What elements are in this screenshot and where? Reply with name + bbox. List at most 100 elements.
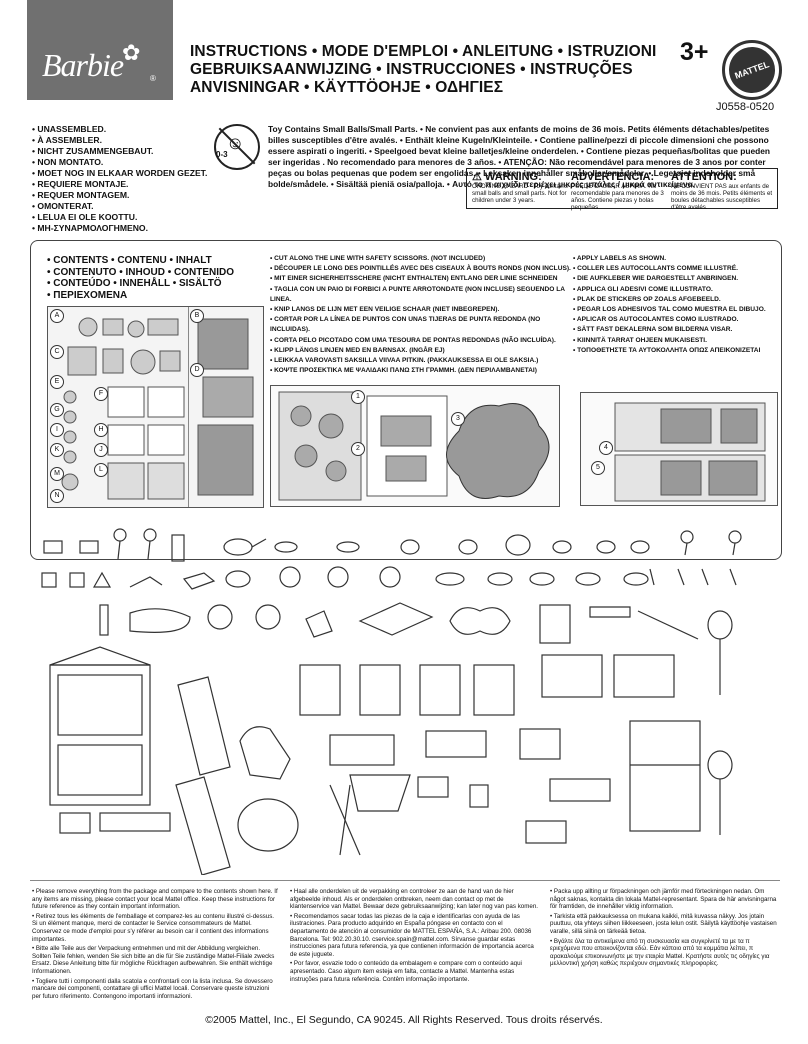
apply-line: • COLLER LES AUTOCOLLANTS COMME ILLUSTRÉ…	[573, 265, 738, 273]
cut-line: • DÉCOUPER LE LONG DES POINTILLÉS AVEC D…	[270, 265, 571, 273]
cut-line: • TAGLIA CON UN PAIO DI FORBICI A PUNTE …	[270, 285, 565, 303]
footer-paragraph: • Packa upp allting ur förpackningen och…	[550, 888, 777, 911]
footer-paragraph: • Βγάλτε όλα τα αντικείμενα από τη συσκε…	[550, 937, 770, 968]
sticker-label-k: K	[50, 443, 64, 457]
apply-steps-illustration: 4 5	[580, 392, 778, 506]
step-2-label: 2	[351, 442, 365, 456]
cut-line: • ΚΟΨΤΕ ΠΡΟΣΕΚΤΙΚΑ ΜΕ ΨΑΛΙΔΑΚΙ ΠΑΝΩ ΣΤΗ …	[270, 367, 537, 375]
warning-fr-head: ATTENTION:	[671, 171, 737, 183]
assembly-line: • OMONTERAT.	[32, 201, 94, 211]
cut-line: • CORTA PELO PICOTADO COM UMA TESOURA DE…	[270, 336, 556, 344]
mattel-logo-text: MATTEL	[722, 40, 782, 100]
step-5-label: 5	[591, 461, 605, 475]
step-1-label: 1	[351, 390, 365, 404]
sticker-label-a: A	[50, 309, 64, 323]
apply-line: • PLAK DE STICKERS OP ZOALS AFGEBEELD.	[573, 295, 721, 303]
footer-paragraph: • Bitte alle Teile aus der Verpackung en…	[32, 945, 275, 975]
assembly-line: • À ASSEMBLER.	[32, 135, 103, 145]
assembly-line: • UNASSEMBLED.	[32, 124, 107, 134]
footer-paragraph: • Haal alle onderdelen uit de verpakking…	[290, 888, 538, 911]
assembly-line: • REQUER MONTAGEM.	[32, 190, 130, 200]
title-line: GEBRUIKSAANWIJZING • INSTRUCCIONES • INS…	[190, 61, 633, 78]
assembly-notice: • UNASSEMBLED. • À ASSEMBLER. • NICHT ZU…	[32, 124, 208, 234]
sticker-label-j: J	[94, 443, 108, 457]
warning-es: ADVERTENCIA: PUEDE CAUSAR ASFIXIA. No re…	[571, 171, 667, 212]
cut-line: • MIT EINER SICHERHEITSSCHERE (NICHT ENT…	[270, 275, 558, 283]
registered-mark: ®	[150, 74, 156, 83]
sticker-label-g: G	[50, 403, 64, 417]
mattel-logo: MATTEL	[722, 40, 782, 100]
apply-line: • APPLY LABELS AS SHOWN.	[573, 255, 667, 262]
footer-paragraph: • Por favor, esvazie todo o conteúdo da …	[290, 960, 522, 983]
sticker-label-n: N	[50, 489, 64, 503]
choking-warning-box: ⚠ WARNING: CHOKING HAZARD - Toy contains…	[466, 168, 778, 212]
product-code: J0558-0520	[716, 101, 775, 113]
title-line: INSTRUCTIONS • MODE D'EMPLOI • ANLEITUNG…	[190, 43, 657, 60]
apply-line: • DIE AUFKLEBER WIE DARGESTELLT ANBRINGE…	[573, 275, 739, 283]
copyright: ©2005 Mattel, Inc., El Segundo, CA 90245…	[205, 1014, 603, 1026]
warning-en-head: ⚠ WARNING:	[472, 171, 542, 183]
warning-fr: ATTENTION: NE CONVIENT PAS aux enfants d…	[671, 171, 773, 212]
footer-paragraph: • Retirez tous les éléments de l'emballa…	[32, 912, 275, 943]
sticker-label-d: D	[190, 363, 204, 377]
warning-es-body: PUEDE CAUSAR ASFIXIA. No recomendable pa…	[571, 183, 664, 211]
apply-steps-art	[614, 402, 766, 502]
cut-steps-illustration: 1 2 3	[270, 385, 560, 507]
assembly-line: • ΜΗ-ΣΥΝΑΡΜΟΛΟΓΗΜΕΝΟ.	[32, 223, 148, 233]
cut-instructions: • CUT ALONG THE LINE WITH SAFETY SCISSOR…	[270, 254, 580, 376]
apply-labels-instructions: • APPLY LABELS AS SHOWN. • COLLER LES AU…	[573, 254, 783, 356]
step-4-label: 4	[599, 441, 613, 455]
footer-paragraph: • Togliere tutti i componenti dalla scat…	[32, 977, 273, 1000]
cut-line: • KLIPP LÄNGS LINJEN MED EN BARNSAX. (IN…	[270, 346, 445, 354]
cut-line: • KNIP LANGS DE LIJN MET EEN VEILIGE SCH…	[270, 306, 500, 314]
parts-illustration	[41, 528, 742, 875]
contents-heading: • CONTENTS • CONTENU • INHALT • CONTENUT…	[47, 255, 277, 301]
contents-panel	[30, 240, 782, 560]
sticker-sheet: A B C D E F G H I J K L M N	[47, 306, 264, 508]
assembly-line: • NON MONTATO.	[32, 157, 104, 167]
cut-line: • LEIKKAA VAROVASTI SAKSILLA VIIVAA PITK…	[270, 357, 539, 365]
sticker-sheet-art	[61, 307, 254, 507]
age-warning-label: 0-3	[216, 150, 228, 159]
contents-line: • ΠΕΡΙΕΧΟΜΕΝΑ	[47, 289, 128, 301]
sticker-label-m: M	[50, 467, 64, 481]
footer-paragraph: • Recomendamos sacar todas las piezas de…	[290, 912, 534, 958]
footer-col-2: • Haal alle onderdelen uit de verpakking…	[290, 888, 540, 985]
footer-divider	[30, 880, 780, 881]
sticker-label-i: I	[50, 423, 64, 437]
age-badge: 3+	[680, 38, 709, 66]
cut-line: • CORTAR POR LA LÍNEA DE PUNTOS CON UNAS…	[270, 316, 541, 334]
sticker-label-f: F	[94, 387, 108, 401]
contents-line: • CONTEÚDO • INNEHÅLL • SISÄLTÖ	[47, 278, 222, 289]
footer-paragraph: • Please remove everything from the pack…	[32, 888, 278, 911]
apply-line: • APPLICA GLI ADESIVI COME ILLUSTRATO.	[573, 285, 713, 293]
step-3-label: 3	[451, 412, 465, 426]
apply-line: • SÄTT FAST DEKALERNA SOM BILDERNA VISAR…	[573, 326, 733, 334]
flower-icon: ✿	[122, 40, 141, 65]
barbie-logo-box	[27, 0, 173, 100]
warning-en-body: CHOKING HAZARD - Toy contains small ball…	[472, 183, 568, 204]
warning-en: ⚠ WARNING: CHOKING HAZARD - Toy contains…	[472, 171, 568, 205]
warning-es-head: ADVERTENCIA:	[571, 171, 655, 183]
cut-steps-art	[278, 391, 550, 501]
sticker-label-h: H	[94, 423, 108, 437]
contents-line: • CONTENTS • CONTENU • INHALT	[47, 255, 212, 266]
title-line: ANVISNINGAR • KÄYTTÖOHJE • ΟΔΗΓΙΕΣ	[190, 79, 504, 96]
footer-col-3: • Packa upp allting ur förpackningen och…	[550, 888, 778, 970]
sticker-label-e: E	[50, 375, 64, 389]
apply-line: • KIINNITÄ TARRAT OHJEEN MUKAISESTI.	[573, 336, 707, 344]
sticker-label-c: C	[50, 345, 64, 359]
sticker-label-l: L	[94, 463, 108, 477]
assembly-line: • REQUIERE MONTAJE.	[32, 179, 129, 189]
sticker-label-b: B	[190, 309, 204, 323]
apply-line: • APLICAR OS AUTOCOLANTES COMO ILUSTRADO…	[573, 316, 739, 324]
barbie-logo: Barbie	[42, 47, 124, 83]
warning-fr-body: NE CONVIENT PAS aux enfants de moins de …	[671, 183, 773, 211]
assembly-line: • NICHT ZUSAMMENGEBAUT.	[32, 146, 154, 156]
assembly-line: • MOET NOG IN ELKAAR WORDEN GEZET.	[32, 168, 208, 178]
cut-line: • CUT ALONG THE LINE WITH SAFETY SCISSOR…	[270, 255, 486, 262]
page-title: INSTRUCTIONS • MODE D'EMPLOI • ANLEITUNG…	[190, 43, 670, 97]
assembly-line: • LELUA EI OLE KOOTTU.	[32, 212, 138, 222]
apply-line: • PEGAR LOS ADHESIVOS TAL COMO MUESTRA E…	[573, 306, 766, 314]
footer-col-1: • Please remove everything from the pack…	[32, 888, 278, 1002]
